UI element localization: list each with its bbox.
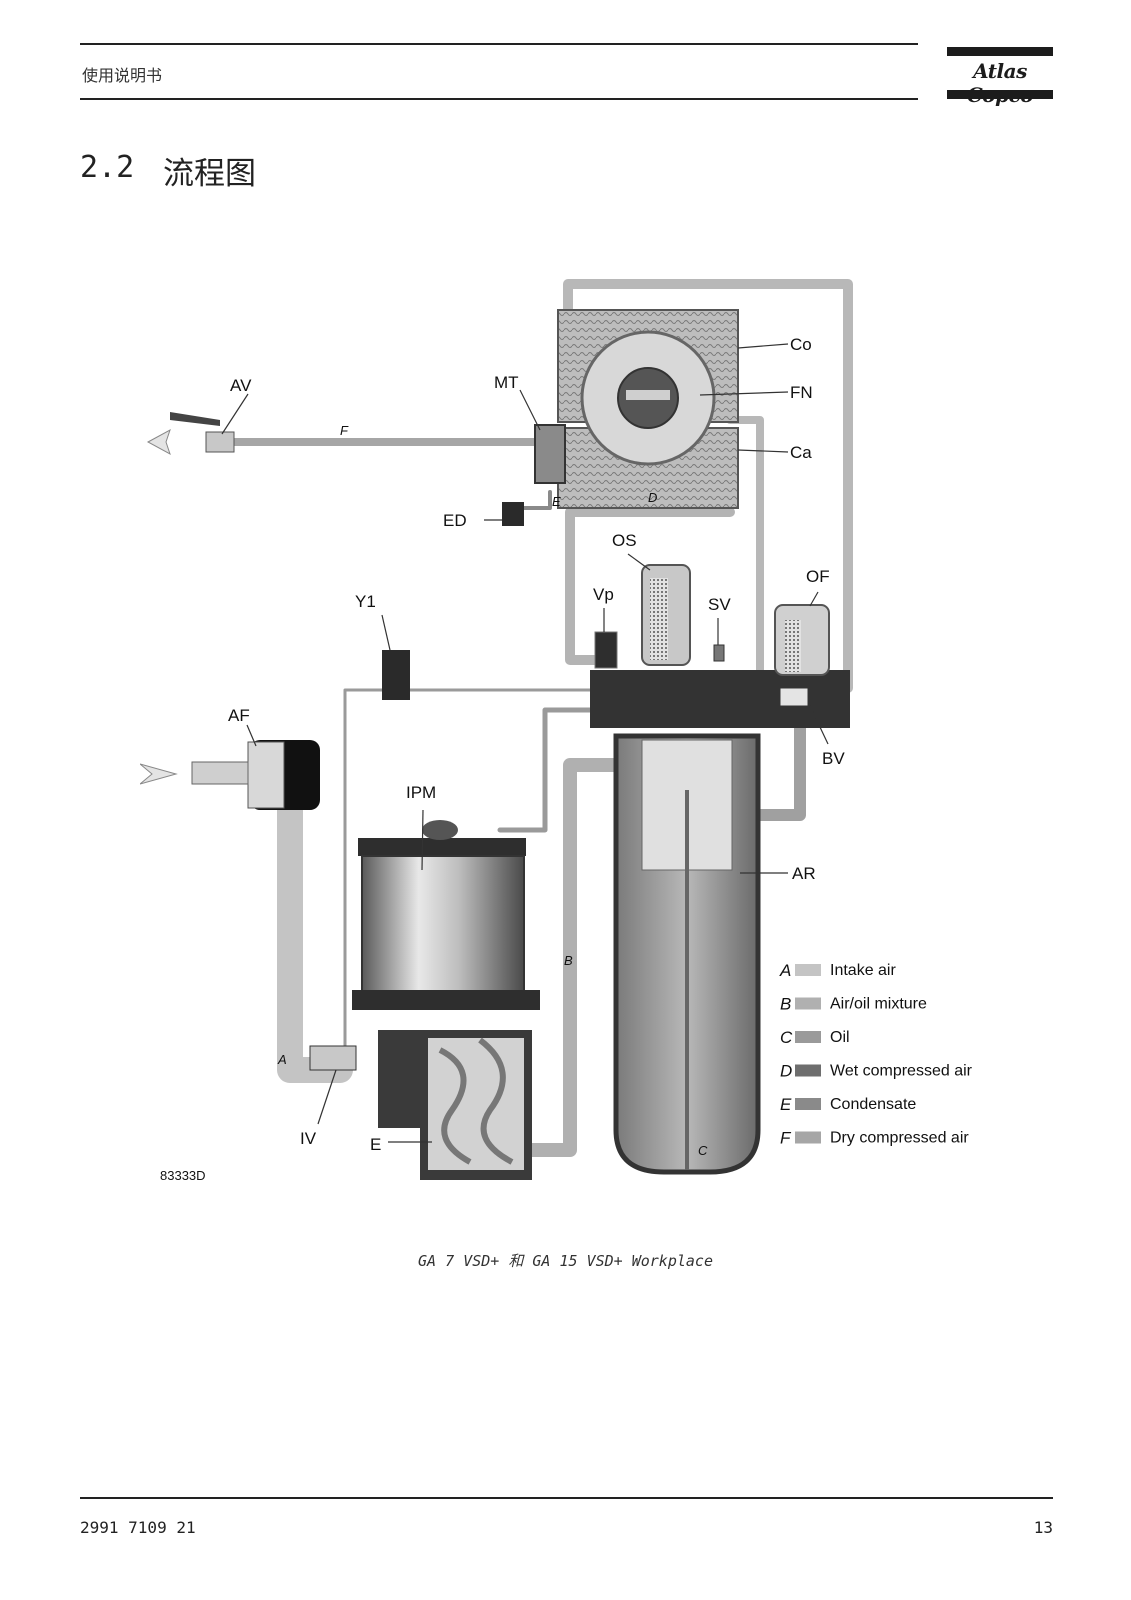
legend-swatch bbox=[795, 1031, 821, 1043]
legend-swatch bbox=[795, 997, 821, 1010]
label-ipm: IPM bbox=[406, 783, 436, 802]
legend-text: Condensate bbox=[830, 1096, 916, 1113]
air-filter bbox=[140, 740, 320, 810]
legend-text: Oil bbox=[830, 1029, 850, 1046]
oil-filter bbox=[774, 604, 830, 676]
legend-item: C Oil bbox=[780, 1028, 850, 1047]
inlet-valve bbox=[309, 1045, 357, 1071]
moisture-trap bbox=[534, 424, 566, 484]
legend-swatch bbox=[795, 1098, 821, 1110]
section-number: 2.2 bbox=[80, 150, 135, 185]
label-of: OF bbox=[806, 567, 830, 586]
label-os: OS bbox=[612, 531, 637, 550]
outlet-arrow-icon bbox=[146, 428, 171, 456]
safety-valve bbox=[713, 644, 725, 662]
legend-item: B Air/oil mixture bbox=[780, 995, 927, 1014]
label-av: AV bbox=[230, 376, 252, 395]
legend-item: D Wet compressed air bbox=[780, 1062, 973, 1081]
footer-rule bbox=[80, 1497, 1053, 1499]
flow-label-b: B bbox=[564, 953, 573, 968]
solenoid-valve bbox=[382, 650, 410, 700]
legend-letter: F bbox=[780, 1129, 792, 1148]
document-number: 2991 7109 21 bbox=[80, 1518, 196, 1537]
air-receiver bbox=[613, 733, 761, 1175]
logo-bar-top bbox=[947, 47, 1053, 56]
label-co: Co bbox=[790, 335, 812, 354]
label-ca: Ca bbox=[790, 443, 812, 462]
pipe-wet-air bbox=[565, 507, 735, 665]
header-label: 使用说明书 bbox=[82, 66, 163, 85]
legend-letter: E bbox=[780, 1095, 792, 1114]
label-mt: MT bbox=[494, 373, 519, 392]
label-vp: Vp bbox=[593, 585, 614, 604]
label-sv: SV bbox=[708, 595, 731, 614]
header-rule-bottom bbox=[80, 98, 918, 100]
legend-swatch bbox=[795, 1064, 821, 1077]
label-ed: ED bbox=[443, 511, 467, 530]
leader-lines bbox=[221, 343, 829, 1143]
oil-housing-block bbox=[590, 670, 850, 728]
compressor-element bbox=[378, 1030, 532, 1180]
legend-item: A Intake air bbox=[779, 961, 896, 980]
legend-letter: A bbox=[779, 961, 791, 980]
label-ar: AR bbox=[792, 864, 816, 883]
label-iv: IV bbox=[300, 1129, 317, 1148]
label-af: AF bbox=[228, 706, 250, 725]
oil-separator bbox=[641, 564, 691, 666]
flow-label-f: F bbox=[340, 423, 349, 438]
drawing-number: 83333D bbox=[160, 1168, 206, 1183]
electronic-drain bbox=[502, 502, 524, 526]
legend-letter: B bbox=[780, 995, 791, 1014]
logo-bar-bottom bbox=[947, 90, 1053, 99]
air-outlet-valve bbox=[146, 412, 235, 456]
page-number: 13 bbox=[1033, 1518, 1053, 1537]
flow-label-d: D bbox=[648, 490, 657, 505]
legend-item: F Dry compressed air bbox=[780, 1129, 969, 1148]
atlas-copco-logo: Atlas Copco bbox=[947, 47, 1053, 107]
minimum-pressure-valve bbox=[594, 631, 618, 669]
control-line bbox=[343, 688, 592, 1052]
intake-arrow-icon bbox=[140, 763, 178, 785]
pipe-small-bypass bbox=[497, 707, 603, 833]
section-title: 流程图 bbox=[163, 156, 256, 192]
figure-caption: GA 7 VSD+ 和 GA 15 VSD+ Workplace bbox=[418, 1252, 713, 1270]
label-fn: FN bbox=[790, 383, 813, 402]
legend-text: Intake air bbox=[830, 962, 896, 979]
flow-label-a: A bbox=[277, 1052, 287, 1067]
legend-text: Air/oil mixture bbox=[830, 996, 927, 1013]
legend-text: Dry compressed air bbox=[830, 1130, 969, 1147]
header-rule-top bbox=[80, 43, 918, 45]
legend-swatch bbox=[795, 1131, 821, 1144]
pipe-condensate bbox=[518, 490, 552, 510]
legend-letter: D bbox=[780, 1062, 792, 1081]
flow-label-e: E bbox=[552, 494, 561, 509]
label-bv: BV bbox=[822, 749, 845, 768]
flow-diagram: Co FN Ca AV MT ED OS Vp SV OF Y1 AF BV I… bbox=[140, 270, 1020, 1230]
legend-swatch bbox=[795, 964, 821, 976]
legend-item: E Condensate bbox=[780, 1095, 916, 1114]
bypass-valve bbox=[779, 687, 809, 707]
logo-wordmark: Atlas Copco bbox=[967, 59, 1034, 107]
flow-label-c: C bbox=[698, 1143, 708, 1158]
label-y1: Y1 bbox=[355, 592, 376, 611]
pipe-oil-return bbox=[726, 416, 764, 684]
pipe-intake-air bbox=[277, 797, 353, 1083]
pipe-air-oil bbox=[518, 758, 637, 1157]
legend-letter: C bbox=[780, 1028, 793, 1047]
label-e: E bbox=[370, 1135, 381, 1154]
motor-ipm bbox=[352, 820, 540, 1010]
pipe-oil-down bbox=[744, 704, 806, 821]
flow-diagram-svg: Co FN Ca AV MT ED OS Vp SV OF Y1 AF BV I… bbox=[140, 279, 973, 1183]
legend-text: Wet compressed air bbox=[830, 1063, 973, 1080]
cooler-unit bbox=[557, 309, 739, 509]
